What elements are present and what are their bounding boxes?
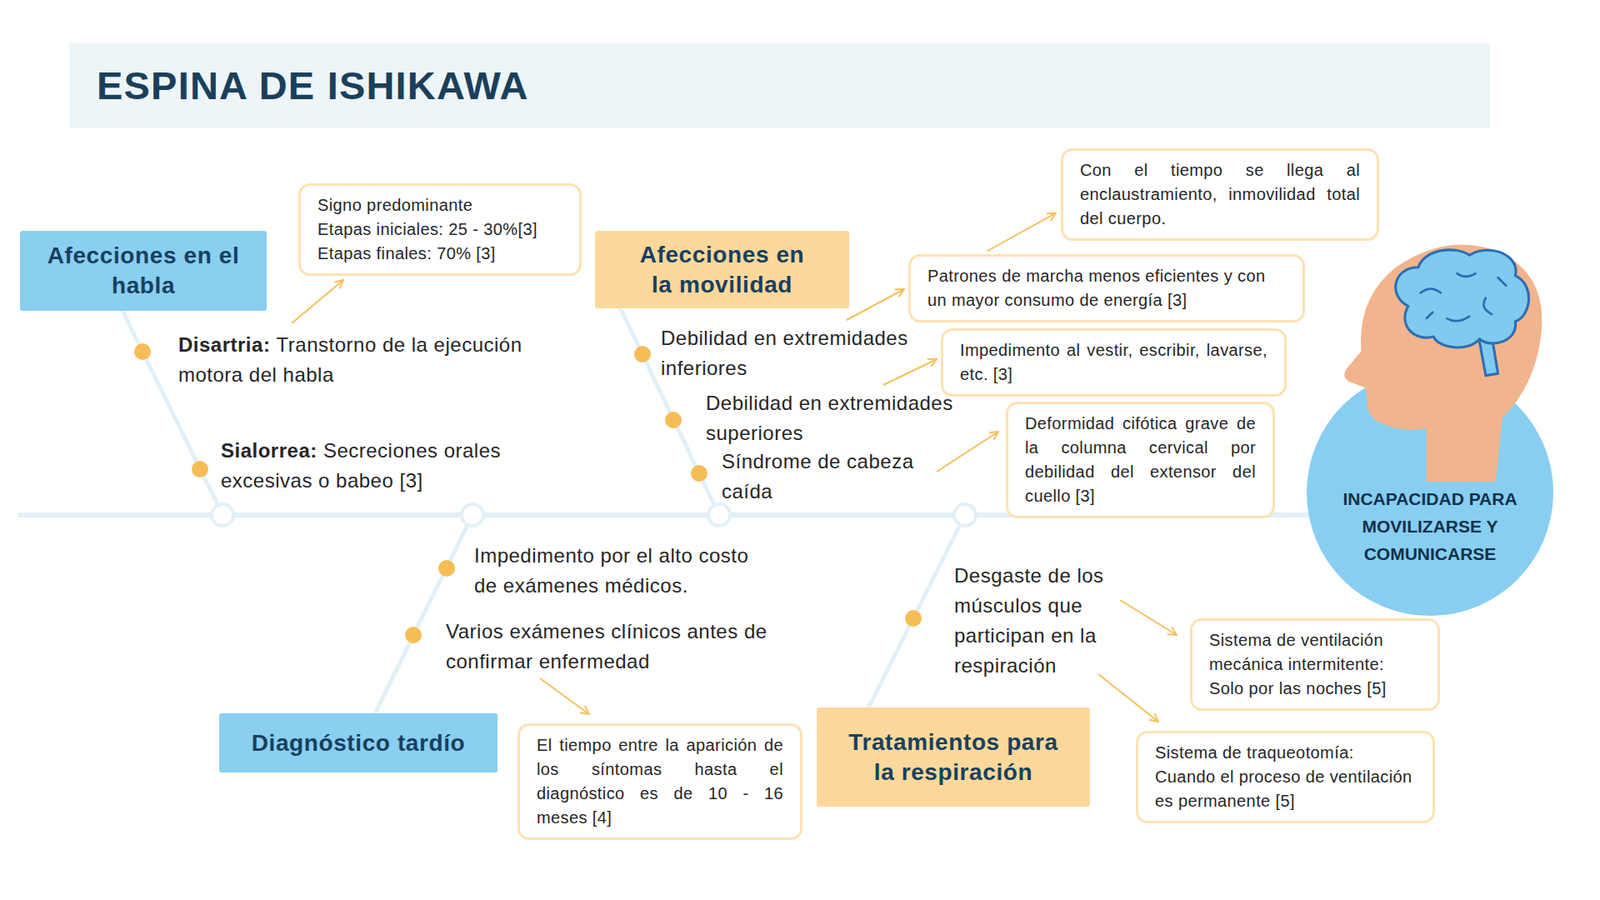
cause-text: Debilidad en extremidades superiores (705, 391, 954, 445)
brain-fold (1498, 277, 1507, 286)
fishbone-line (375, 515, 1309, 714)
cause-item: Sialorrea:Secreciones orales excesivas o… (220, 435, 546, 496)
box-text: Etapas iniciales: 25 - 30%[3] (317, 217, 563, 242)
bullet-dot (905, 610, 922, 627)
cause-item: Disartria:Transtorno de la ejecución mot… (178, 330, 570, 390)
cause-text: Impedimento por el alto costo de exámene… (474, 544, 749, 597)
box-text: Diagnóstico tardío (225, 728, 492, 759)
box-text: INCAPACIDAD PARA MOVILIZARSE Y COMUNICAR… (1333, 485, 1527, 568)
cause-text: Disartria: (178, 333, 270, 356)
box-text: El tiempo entre la aparición de los sínt… (536, 733, 784, 830)
box-text: Impedimento al vestir, escribir, lavarse… (960, 338, 1268, 387)
spine-ring (708, 504, 730, 526)
box-text: Patrones de marcha menos eficientes y co… (927, 264, 1286, 313)
cause-item: Debilidad en extremidades inferiores (660, 323, 936, 384)
box-text: Sistema de ventilación mecánica intermit… (1209, 628, 1421, 701)
cause-item: Síndrome de cabeza caída (721, 446, 930, 507)
cause-item: Debilidad en extremidades superiores (705, 388, 981, 449)
callout-box: Deformidad cifótica grave de la columna … (1005, 401, 1275, 519)
callout-box: Sistema de ventilación mecánica intermit… (1190, 618, 1440, 711)
cause-item: Desgaste de los músculos que participan … (954, 560, 1130, 681)
category-box: Afecciones en el habla (20, 230, 267, 311)
brain-fold (1446, 316, 1470, 322)
brain-fold (1483, 298, 1492, 315)
bullet-dot (438, 560, 455, 577)
leader-arrow (936, 431, 999, 472)
brain (1395, 250, 1530, 348)
leader-arrow (291, 280, 344, 324)
leader-arrow (846, 289, 905, 320)
leader-arrow (1098, 674, 1159, 722)
spine-ring (954, 504, 976, 526)
brain-fold (1420, 289, 1441, 294)
box-text: Deformidad cifótica grave de la columna … (1025, 411, 1256, 509)
cause-text: Desgaste de los músculos que participan … (954, 564, 1105, 677)
box-text: Signo predominante (317, 193, 563, 218)
head-silhouette (1344, 244, 1542, 482)
bullet-dot (134, 343, 151, 360)
callout-box: Impedimento al vestir, escribir, lavarse… (940, 328, 1287, 397)
callout-box: Con el tiempo se llega al enclaustramien… (1060, 148, 1380, 241)
cause-item: Impedimento por el alto costo de exámene… (474, 540, 766, 601)
bullet-dot (634, 345, 651, 363)
bullet-dot (405, 626, 422, 644)
box-text: Afecciones en el habla (35, 240, 252, 301)
bullet-dot (191, 460, 209, 478)
brain-fold (1457, 273, 1476, 277)
bullet-dot (690, 465, 708, 482)
cause-text: Síndrome de cabeza caída (721, 450, 914, 503)
category-box: Tratamientos para la respiración (816, 707, 1090, 807)
title-band (69, 42, 1490, 129)
box-text: Tratamientos para la respiración (836, 727, 1070, 788)
cause-text: Sialorrea: (220, 439, 318, 462)
arrow-connector (987, 213, 1056, 251)
box-text: Sistema de traqueotomía: Cuando el proce… (1155, 740, 1416, 814)
spine-ring (211, 504, 234, 526)
leader-arrow (883, 359, 937, 385)
circle-shape (1306, 369, 1554, 616)
callout-box: Signo predominanteEtapas iniciales: 25 -… (298, 183, 582, 276)
brain-fold (1426, 312, 1433, 319)
effect-circle: INCAPACIDAD PARA MOVILIZARSE Y COMUNICAR… (1306, 369, 1554, 616)
category-box: Diagnóstico tardío (219, 713, 498, 773)
box-text: Etapas finales: 70% [3] (317, 241, 563, 266)
cause-text: Debilidad en extremidades inferiores (660, 326, 909, 380)
diagram-title: ESPINA DE ISHIKAWA (96, 42, 530, 129)
callout-box: El tiempo entre la aparición de los sínt… (517, 723, 803, 840)
leader-arrow (540, 678, 590, 715)
callout-box: Sistema de traqueotomía: Cuando el proce… (1135, 730, 1435, 824)
brain-stem (1478, 336, 1498, 376)
box-text: Afecciones en la movilidad (626, 240, 819, 300)
spine-ring (461, 504, 484, 526)
callout-box: Patrones de marcha menos eficientes y co… (908, 254, 1305, 323)
category-box: Afecciones en la movilidad (595, 230, 850, 309)
cause-item: Varios exámenes clínicos antes de confir… (445, 616, 788, 677)
cause-text: Varios exámenes clínicos antes de confir… (445, 620, 768, 673)
bullet-dot (665, 411, 682, 429)
box-text: Con el tiempo se llega al enclaustramien… (1080, 158, 1360, 231)
leader-arrow (1120, 600, 1177, 635)
